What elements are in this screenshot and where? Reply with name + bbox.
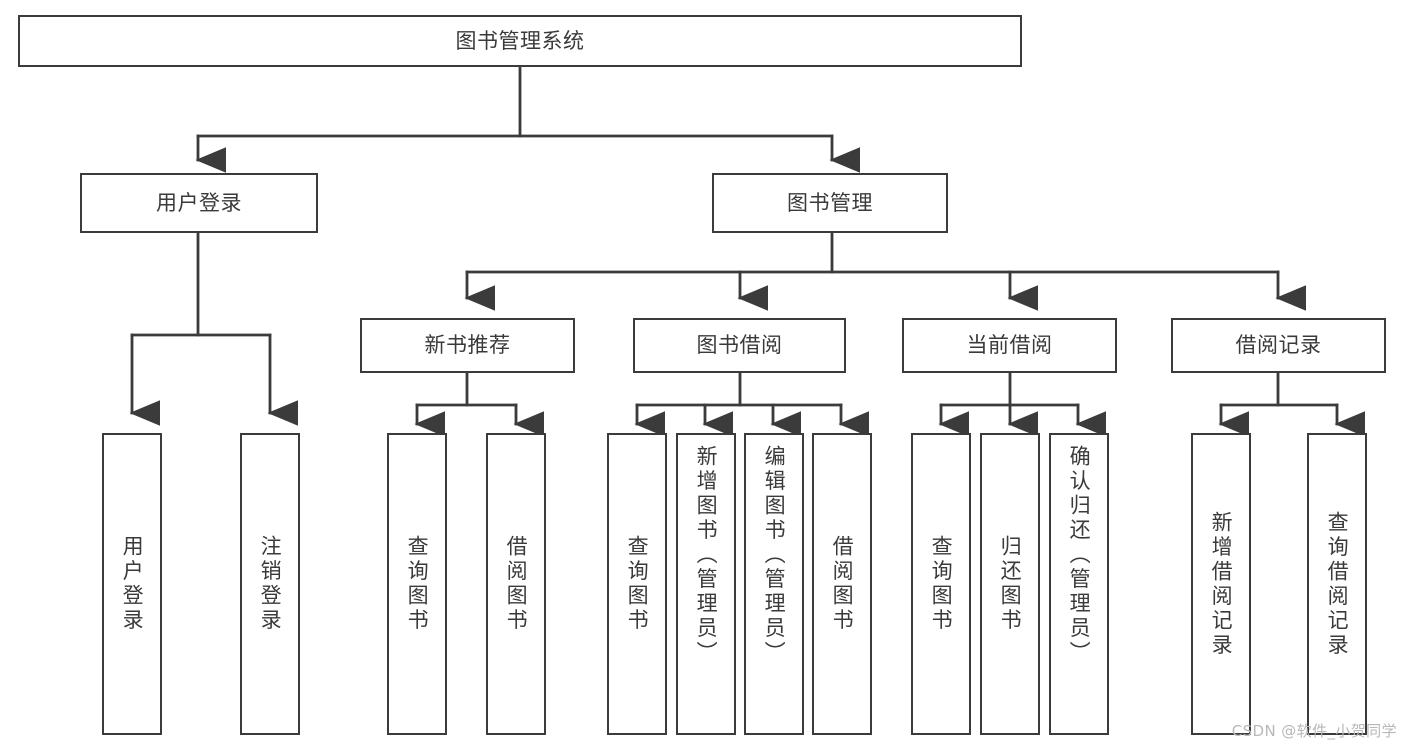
node-current-borrow-label: 当前借阅 [966,333,1053,358]
leaf-query-record-label: 查询借阅记录 [1325,510,1350,658]
node-new-book-rec-label: 新书推荐 [424,333,511,358]
leaf-add-record-label: 新增借阅记录 [1209,510,1234,658]
leaf-query-book-2-label: 查询图书 [625,535,650,633]
node-user-login[interactable]: 用户登录 [80,173,318,233]
node-book-manage-label: 图书管理 [787,190,873,215]
leaf-query-book-1[interactable]: 查询图书 [387,433,447,735]
leaf-user-login-label: 用户登录 [120,535,145,633]
leaf-confirm-return[interactable]: 确认归还（管理员） [1049,433,1109,735]
leaf-confirm-return-label: 确认归还（管理员） [1067,445,1092,666]
leaf-query-record[interactable]: 查询借阅记录 [1307,433,1367,735]
leaf-user-login[interactable]: 用户登录 [102,433,162,735]
leaf-user-logout[interactable]: 注销登录 [240,433,300,735]
leaf-return-book[interactable]: 归还图书 [980,433,1040,735]
leaf-add-book[interactable]: 新增图书（管理员） [676,433,736,735]
node-current-borrow[interactable]: 当前借阅 [902,318,1117,373]
node-book-manage[interactable]: 图书管理 [712,173,948,233]
leaf-edit-book[interactable]: 编辑图书（管理员） [744,433,804,735]
leaf-edit-book-label: 编辑图书（管理员） [762,445,787,666]
leaf-borrow-book-2[interactable]: 借阅图书 [812,433,872,735]
node-user-login-label: 用户登录 [156,190,242,215]
leaf-query-book-2[interactable]: 查询图书 [607,433,667,735]
leaf-query-book-3-label: 查询图书 [929,535,954,633]
leaf-query-book-3[interactable]: 查询图书 [911,433,971,735]
node-book-borrow-label: 图书借阅 [696,333,783,358]
leaf-add-book-label: 新增图书（管理员） [694,445,719,666]
node-borrow-record-label: 借阅记录 [1235,333,1322,358]
leaf-query-book-1-label: 查询图书 [405,535,430,633]
node-book-borrow[interactable]: 图书借阅 [633,318,846,373]
node-root[interactable]: 图书管理系统 [18,15,1022,67]
node-root-label: 图书管理系统 [455,28,585,53]
csdn-watermark: CSDN @软件_小贺同学 [1231,722,1397,740]
leaf-add-record[interactable]: 新增借阅记录 [1191,433,1251,735]
leaf-borrow-book-1[interactable]: 借阅图书 [486,433,546,735]
node-borrow-record[interactable]: 借阅记录 [1171,318,1386,373]
leaf-user-logout-label: 注销登录 [258,535,283,633]
node-new-book-rec[interactable]: 新书推荐 [360,318,575,373]
leaf-borrow-book-2-label: 借阅图书 [830,535,855,633]
leaf-return-book-label: 归还图书 [998,535,1023,633]
leaf-borrow-book-1-label: 借阅图书 [504,535,529,633]
